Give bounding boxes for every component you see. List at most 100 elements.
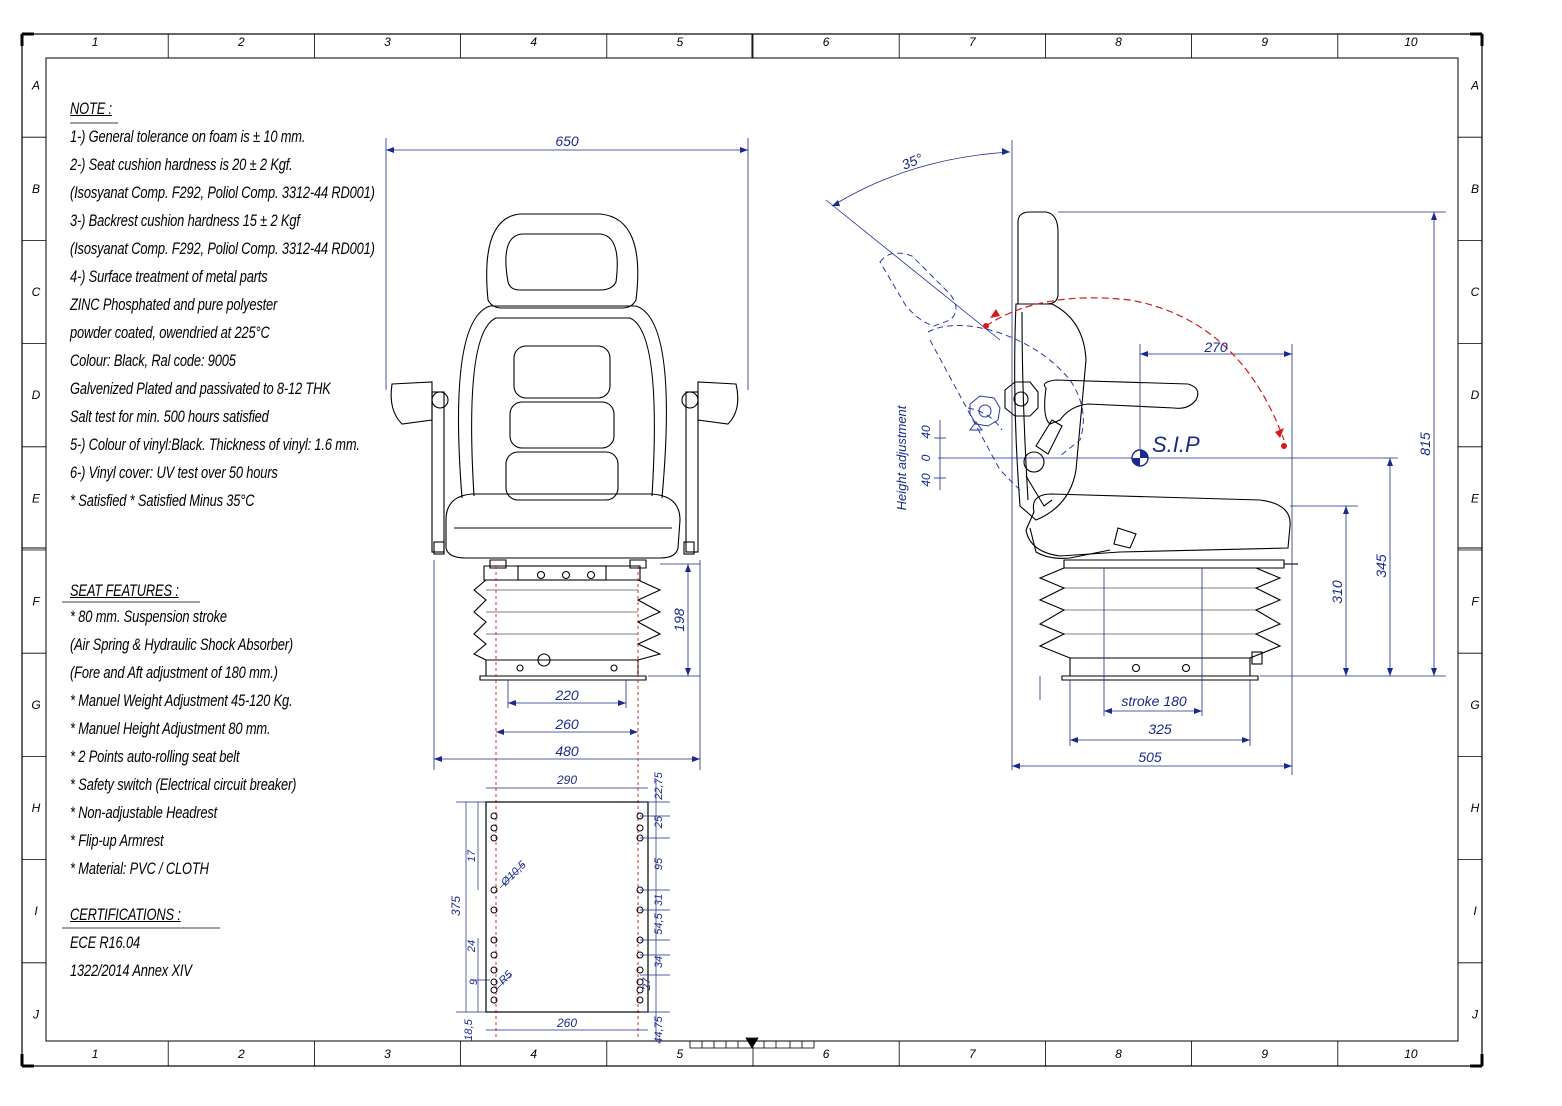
mounting-hole bbox=[490, 936, 498, 944]
plate-dim-44-75: 44,75 bbox=[653, 1015, 665, 1043]
certification-line: 1322/2014 Annex XIV bbox=[70, 962, 192, 980]
plate-radius: R5 bbox=[497, 968, 516, 987]
heading-rules bbox=[62, 122, 220, 929]
height-40-top: 40 bbox=[919, 425, 933, 439]
grid-row-label: E bbox=[32, 491, 41, 505]
plate-dim-290: 290 bbox=[556, 773, 577, 787]
note-line: 4-) Surface treatment of metal parts bbox=[70, 268, 268, 286]
front-view-arrows bbox=[386, 147, 748, 762]
grid-column-label: 4 bbox=[530, 1047, 537, 1061]
grid-row-label: J bbox=[32, 1007, 40, 1021]
plate-dim-31: 31 bbox=[653, 894, 665, 906]
features-title: SEAT FEATURES : bbox=[70, 582, 179, 600]
front-view-seat bbox=[390, 213, 739, 681]
mounting-hole bbox=[490, 966, 498, 974]
sip-marker bbox=[1131, 449, 1149, 467]
grid-row-label: F bbox=[32, 595, 40, 609]
angle-35: 35° bbox=[899, 150, 925, 173]
note-line: (Isosyanat Comp. F292, Poliol Comp. 3312… bbox=[70, 240, 375, 258]
grid-column-label: 4 bbox=[530, 35, 537, 49]
feature-line: * 80 mm. Suspension stroke bbox=[70, 608, 227, 626]
dim-stroke-180: stroke 180 bbox=[1121, 693, 1187, 709]
dim-220: 220 bbox=[554, 687, 579, 703]
note-line: * Satisfied * Satisfied Minus 35°C bbox=[70, 492, 255, 510]
feature-line: * Flip-up Armrest bbox=[70, 832, 164, 850]
side-view-arrows bbox=[832, 148, 1437, 769]
dim-270: 270 bbox=[1203, 339, 1228, 355]
mounting-hole bbox=[490, 978, 498, 986]
grid-row-label: F bbox=[1471, 595, 1479, 609]
grid-column-label: 10 bbox=[1404, 35, 1418, 49]
sip-label: S.I.P bbox=[1152, 432, 1200, 457]
grid-row-label: G bbox=[1470, 698, 1479, 712]
dim-505: 505 bbox=[1138, 749, 1162, 765]
grid-row-label: J bbox=[1471, 1007, 1479, 1021]
plate-dim-95: 95 bbox=[653, 857, 665, 870]
grid-row-label: E bbox=[1471, 491, 1480, 505]
feature-line: * 2 Points auto-rolling seat belt bbox=[70, 748, 240, 766]
mounting-hole bbox=[636, 824, 644, 832]
note-line: 3-) Backrest cushion hardness 15 ± 2 Kgf bbox=[70, 212, 300, 230]
base-plate bbox=[485, 801, 649, 1013]
reclined-backrest-outline bbox=[879, 252, 1084, 491]
rotation-arc bbox=[985, 297, 1285, 441]
notes-title: NOTE : bbox=[70, 100, 112, 118]
mounting-hole bbox=[490, 986, 498, 994]
height-adjustment-label: Height adjustment bbox=[894, 404, 909, 510]
feature-line: (Fore and Aft adjustment of 180 mm.) bbox=[70, 664, 278, 682]
plate-dim-24: 24 bbox=[466, 940, 478, 953]
drawing-frame bbox=[20, 32, 1484, 1068]
note-line: 6-) Vinyl cover: UV test over 50 hours bbox=[70, 464, 278, 482]
dim-260: 260 bbox=[554, 716, 579, 732]
scale-bar bbox=[689, 1037, 815, 1049]
mounting-hole bbox=[490, 824, 498, 832]
plate-dim-27: 27 bbox=[641, 977, 653, 991]
dim-345: 345 bbox=[1373, 554, 1389, 578]
plate-dim-17: 17 bbox=[466, 849, 478, 862]
grid-row-label: B bbox=[1471, 182, 1479, 196]
grid-column-label: 1 bbox=[92, 1047, 99, 1061]
reclined-knob bbox=[969, 395, 1001, 431]
grid-column-label: 1 bbox=[92, 35, 99, 49]
plate-dim-22-75: 22,75 bbox=[653, 771, 665, 800]
dim-480: 480 bbox=[555, 743, 579, 759]
feature-line: * Manuel Weight Adjustment 45-120 Kg. bbox=[70, 692, 293, 710]
mounting-hole bbox=[636, 966, 644, 974]
note-line: Colour: Black, Ral code: 9005 bbox=[70, 352, 236, 370]
rotation-arc-ends bbox=[983, 309, 1287, 449]
height-40-bottom: 40 bbox=[919, 473, 933, 487]
note-line: (Isosyanat Comp. F292, Poliol Comp. 3312… bbox=[70, 184, 375, 202]
side-view-seat bbox=[1004, 211, 1298, 681]
grid-column-label: 7 bbox=[969, 35, 977, 49]
plate-dim-25: 25 bbox=[653, 815, 665, 829]
plate-dim-34: 34 bbox=[653, 956, 665, 968]
mounting-hole bbox=[636, 996, 644, 1004]
plate-dim-18-5: 18,5 bbox=[463, 1018, 475, 1040]
grid-column-label: 10 bbox=[1404, 1047, 1418, 1061]
grid-row-label: I bbox=[34, 904, 38, 918]
grid-column-label: 2 bbox=[237, 1047, 245, 1061]
mounting-hole bbox=[490, 834, 498, 842]
grid-column-label: 7 bbox=[969, 1047, 977, 1061]
note-line: ZINC Phosphated and pure polyester bbox=[70, 296, 278, 314]
note-line: Galvenized Plated and passivated to 8-12… bbox=[70, 380, 331, 398]
mounting-hole bbox=[636, 978, 644, 986]
projection-lines bbox=[495, 566, 639, 1040]
mounting-hole bbox=[636, 986, 644, 994]
mounting-hole bbox=[490, 951, 498, 959]
dim-650: 650 bbox=[555, 133, 579, 149]
grid-column-label: 5 bbox=[677, 1047, 684, 1061]
note-line: 2-) Seat cushion hardness is 20 ± 2 Kgf. bbox=[70, 156, 293, 174]
note-line: powder coated, owendried at 225°C bbox=[70, 324, 270, 342]
note-line: 5-) Colour of vinyl:Black. Thickness of … bbox=[70, 436, 360, 454]
grid-column-label: 2 bbox=[237, 35, 245, 49]
grid-row-label: G bbox=[31, 698, 40, 712]
grid-row-label: A bbox=[31, 79, 40, 93]
grid-row-label: A bbox=[1470, 79, 1479, 93]
grid-column-label: 5 bbox=[677, 35, 684, 49]
grid-row-label: C bbox=[1471, 285, 1480, 299]
front-view-dimensions bbox=[385, 138, 749, 770]
base-plate-dimensions bbox=[456, 780, 670, 1040]
